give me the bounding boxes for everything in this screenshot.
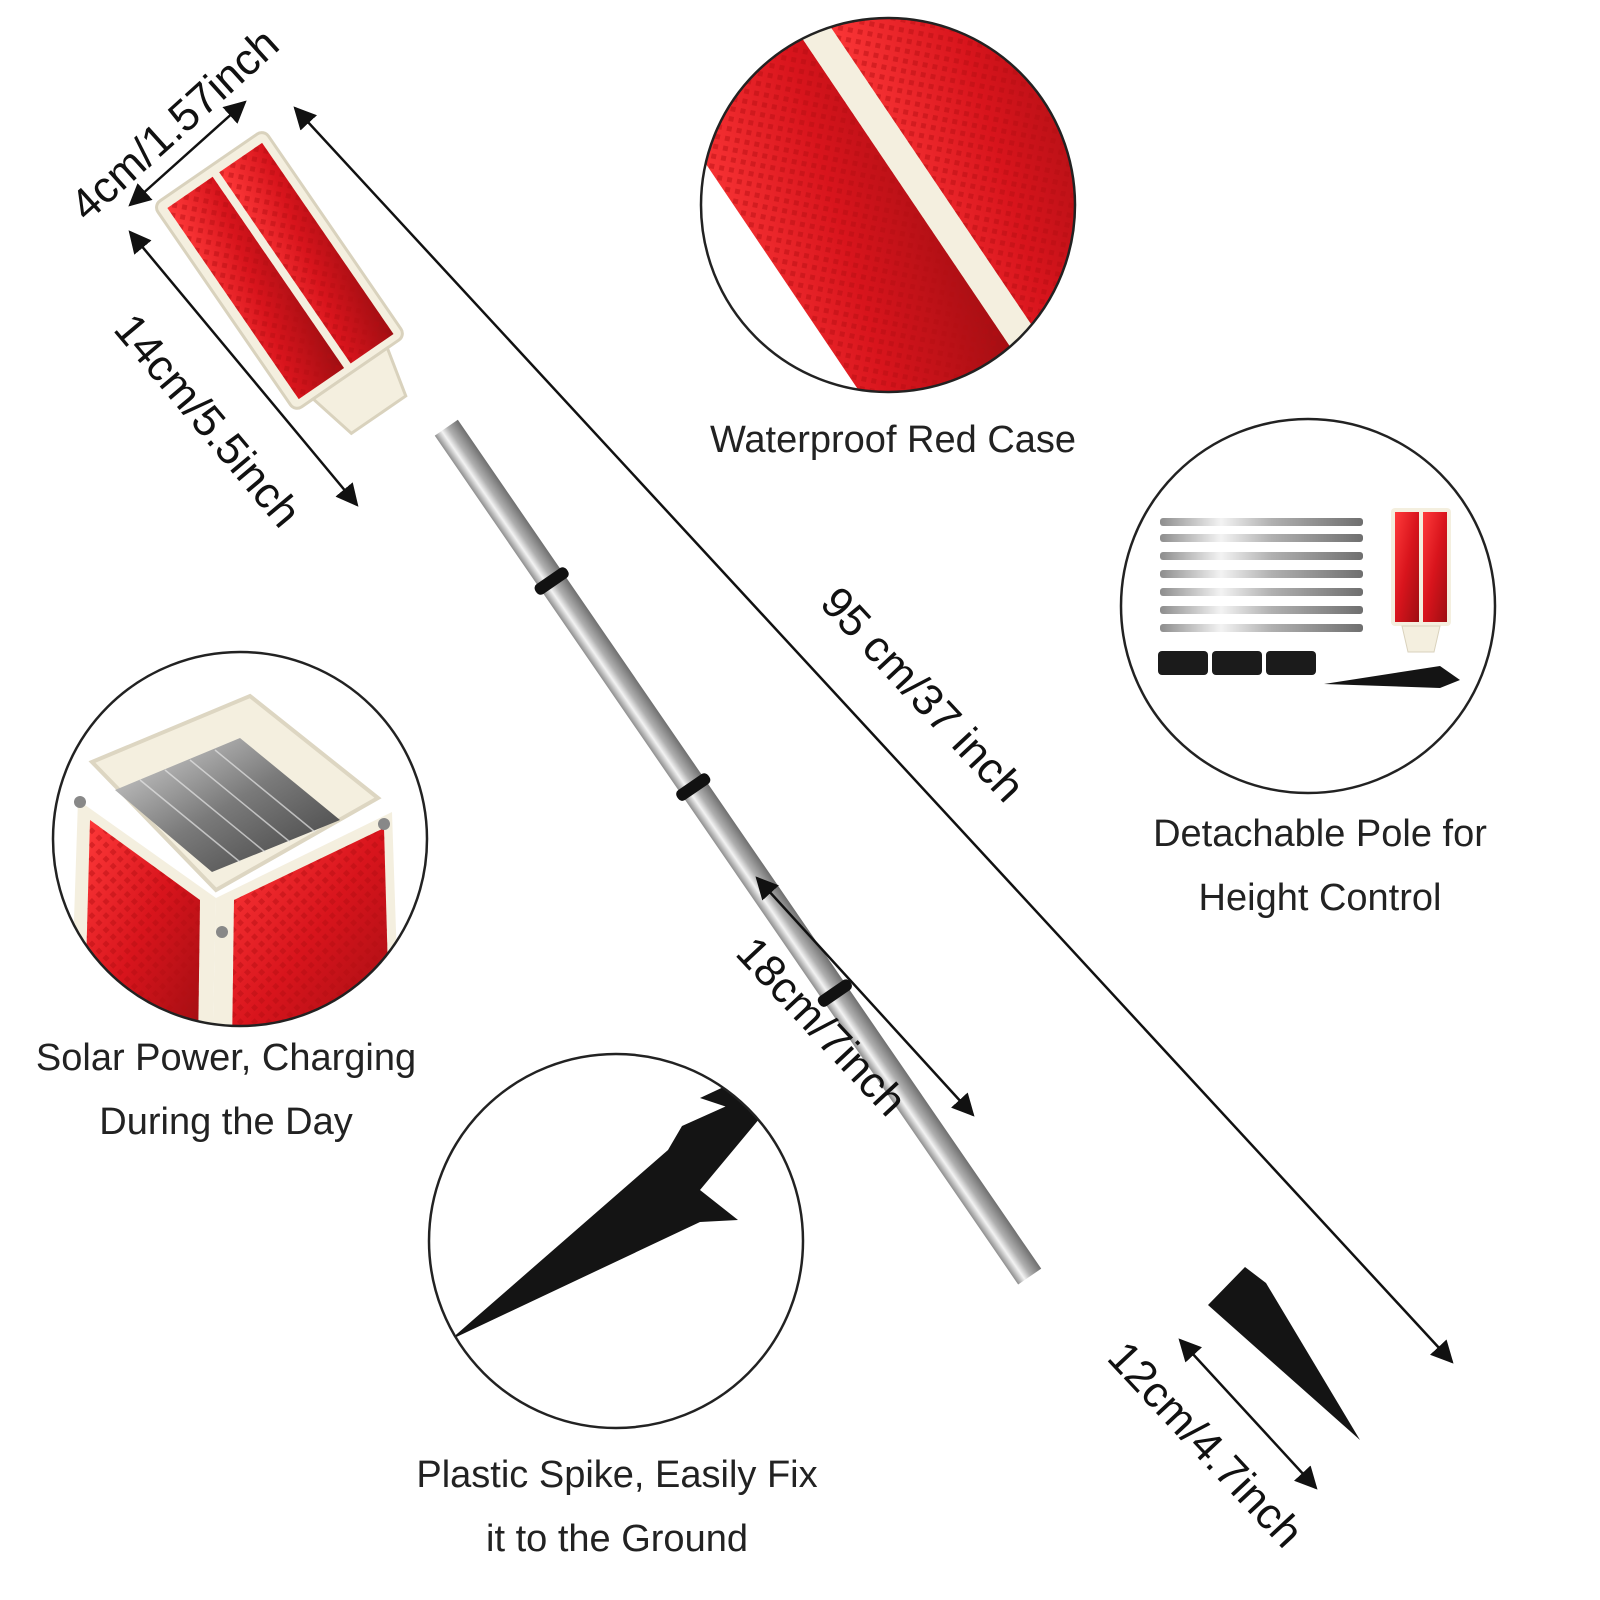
mini-spike (1324, 666, 1460, 688)
circle-border (699, 16, 1077, 394)
caption-spike: Plastic Spike, Easily Fix it to the Grou… (372, 1443, 862, 1571)
circle-border (427, 1052, 805, 1430)
caption-waterproof: Waterproof Red Case (688, 408, 1098, 472)
detail-circle-solar (51, 650, 429, 1028)
segment-length-arrow (755, 876, 975, 1117)
caption-detachable: Detachable Pole for Height Control (1120, 802, 1520, 930)
circle-border (51, 650, 429, 1028)
caption-waterproof-text: Waterproof Red Case (709, 419, 1077, 461)
connector (1158, 651, 1208, 675)
detail-circle-spike (427, 1052, 805, 1430)
connector (1266, 651, 1316, 675)
caption-spike-line1: Plastic Spike, Easily Fix (416, 1454, 818, 1496)
screw-icon (74, 796, 86, 808)
width-arrow (128, 100, 247, 207)
screw-icon (216, 926, 228, 938)
ground-spike (1208, 1267, 1360, 1440)
mini-head (1391, 508, 1451, 653)
caption-solar-line2: During the Day (99, 1101, 353, 1143)
circle-border (1119, 417, 1497, 795)
connector (1212, 651, 1262, 675)
caption-solar: Solar Power, Charging During the Day (6, 1026, 446, 1154)
screw-icon (378, 818, 390, 830)
total-length-arrow (293, 106, 1454, 1364)
detail-circle-detachable (1119, 417, 1497, 795)
caption-detachable-line2: Height Control (1198, 877, 1442, 919)
caption-spike-line2: it to the Ground (486, 1518, 748, 1560)
caption-detachable-line1: Detachable Pole for (1153, 813, 1487, 855)
pole-segments (1160, 518, 1363, 632)
dimension-arrows (128, 100, 1454, 1490)
spike-closeup (450, 1100, 760, 1340)
spike-length-arrow (1178, 1338, 1318, 1490)
detail-circle-waterproof (699, 16, 1077, 394)
caption-solar-line1: Solar Power, Charging (35, 1037, 417, 1079)
